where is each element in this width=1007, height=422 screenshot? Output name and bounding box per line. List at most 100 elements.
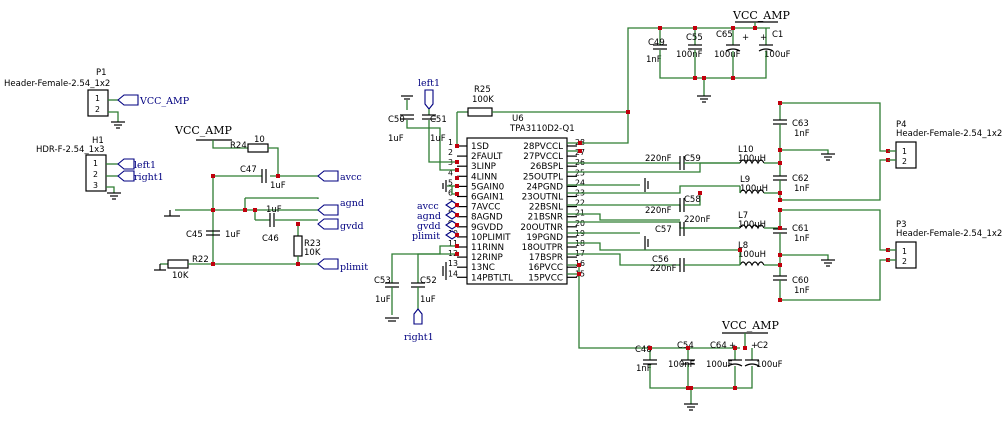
h1-net-right1: right1 [134, 172, 164, 183]
h1-pin-1: 1 [93, 159, 98, 168]
c48-ref: C48 [635, 345, 652, 355]
chip-right-pin-9: 20OUTNR [520, 223, 563, 233]
r24-value: 10 [254, 135, 265, 145]
c57-value: 220nF [684, 215, 711, 225]
l9-ref: L9 [740, 175, 750, 185]
c58-value: 220nF [645, 206, 672, 216]
chip-left-pin-num-11: 11 [448, 239, 458, 248]
c47-ref: C47 [240, 165, 257, 175]
vcc-amp-label-2: VCC_AMP [732, 9, 790, 22]
net-agnd-1: agnd [340, 198, 364, 209]
chip-left-pin-14: 14PBTLTL [471, 273, 513, 283]
chip-right-pin-1: 28PVCCL [523, 142, 563, 152]
chip-left-pin-3: 3LINP [471, 162, 496, 172]
r22-ref: R22 [192, 255, 209, 265]
c63-value: 1nF [794, 129, 810, 139]
p1-pin-2: 2 [95, 105, 100, 114]
chip-right-pin-12: 17BSPR [529, 253, 563, 263]
c51-ref: C51 [430, 115, 447, 125]
c47-value: 1uF [270, 181, 286, 191]
chip-right-pin-4: 25OUTPL [523, 172, 563, 182]
net-plimit-1: plimit [340, 262, 368, 273]
c45-value: 1uF [225, 230, 241, 240]
chip-left-pin-2: 2FAULT [471, 152, 503, 162]
c53-value: 1uF [375, 295, 391, 305]
c64-plus: + [729, 341, 736, 351]
l8-value: 100uH [738, 250, 766, 260]
chip-right-pin-2: 27PVCCL [523, 152, 563, 162]
output-filter-left: 220nF C59 L10 100uH L9 100uH 220nF C58 C… [645, 101, 890, 216]
c49-ref: C49 [648, 38, 665, 48]
p1-part: Header-Female-2.54_1x2 [4, 79, 110, 89]
c57-ref: C57 [655, 225, 672, 235]
p3-ref: P3 [896, 220, 907, 230]
p1-ref: P1 [96, 68, 107, 78]
net-gvdd-1: gvdd [340, 221, 364, 232]
c52-value: 1uF [420, 295, 436, 305]
c46-value: 1uF [266, 205, 282, 215]
c60-ref: C60 [792, 276, 809, 286]
p4-ref: P4 [896, 120, 907, 130]
chip-left-pin-num-2: 2 [448, 148, 453, 157]
r22-value: 10K [172, 271, 189, 281]
connector-p3: P3 Header-Female-2.54_1x2 1 2 [888, 220, 1002, 269]
chip-left-wiring: C50 1uF left1 C51 1uF R25 100K avcc agnd… [374, 78, 628, 343]
c51-value: 1uF [430, 134, 446, 144]
l7-ref: L7 [738, 211, 748, 221]
c55-ref: C55 [686, 33, 703, 43]
h1-part: HDR-F-2.54_1x3 [36, 145, 105, 155]
c50-value: 1uF [388, 134, 404, 144]
l10-value: 100uH [738, 154, 766, 164]
c1-ref: C1 [772, 30, 783, 40]
p3-part: Header-Female-2.54_1x2 [896, 229, 1002, 239]
r23-value: 10K [304, 248, 321, 258]
c56-ref: C56 [652, 255, 669, 265]
chip-left-pin-12: 12RINP [471, 253, 503, 263]
net-agnd-2: agnd [417, 211, 441, 222]
c54-ref: C54 [677, 341, 694, 351]
p1-pin-1: 1 [95, 94, 100, 103]
chip-right-pin-3: 26BSPL [530, 162, 563, 172]
output-filter-right: 220nF C57 L7 100uH L8 100uH 220nF C56 C6… [650, 208, 890, 302]
c52-ref: C52 [420, 276, 437, 286]
chip-left-pin-6: 6GAIN1 [471, 193, 504, 203]
c58-ref: C58 [684, 195, 701, 205]
h1-pin-2: 2 [93, 170, 98, 179]
net-avcc-1: avcc [340, 172, 362, 183]
chip-u6: U6 TPA3110D2-Q1 1SD12FAULT23LINP34LINN45… [448, 114, 585, 285]
chip-left-pin-4: 4LINN [471, 172, 497, 182]
c1-plus: + [760, 33, 767, 43]
c2-value: 100uF [756, 360, 783, 370]
chip-left-pin-num-5: 5 [448, 178, 453, 187]
chip-left-pin-10: 10PLIMIT [471, 233, 511, 243]
chip-right-pin-10: 19PGND [526, 233, 563, 243]
l7-value: 100uH [738, 220, 766, 230]
chip-right-pin-num-8: 21 [575, 209, 585, 218]
r25-value: 100K [472, 95, 494, 105]
c1-value: 100uF [764, 50, 791, 60]
chip-right-pin-5: 24PGND [526, 182, 563, 192]
u6-ref: U6 [512, 114, 524, 124]
l10-ref: L10 [738, 145, 754, 155]
c56-value: 220nF [650, 264, 677, 274]
chip-right-pin-num-7: 22 [575, 199, 585, 208]
u6-part: TPA3110D2-Q1 [509, 124, 575, 134]
c46-ref: C46 [262, 234, 279, 244]
c65-plus: + [742, 33, 749, 43]
chip-left-pin-11: 11RINN [471, 243, 504, 253]
l8-ref: L8 [738, 241, 748, 251]
chip-right-pin-8: 21BSNR [528, 213, 563, 223]
p1-net-vcc: VCC_AMP [139, 96, 190, 107]
h1-ref: H1 [92, 136, 104, 146]
chip-left-pin-1: 1SD [471, 142, 489, 152]
p3-pin-2: 2 [902, 257, 907, 266]
top-decoupling: VCC_AMP C49 1nF C55 100nF C65 100uF C1 1… [646, 9, 791, 103]
chip-left-pin-num-3: 3 [448, 158, 453, 167]
chip-right-pin-11: 18OUTPR [522, 243, 563, 253]
c61-value: 1nF [794, 234, 810, 244]
c61-ref: C61 [792, 224, 809, 234]
c62-value: 1nF [794, 184, 810, 194]
c49-value: 1nF [646, 55, 662, 65]
chip-left-pin-num-6: 6 [448, 189, 453, 198]
